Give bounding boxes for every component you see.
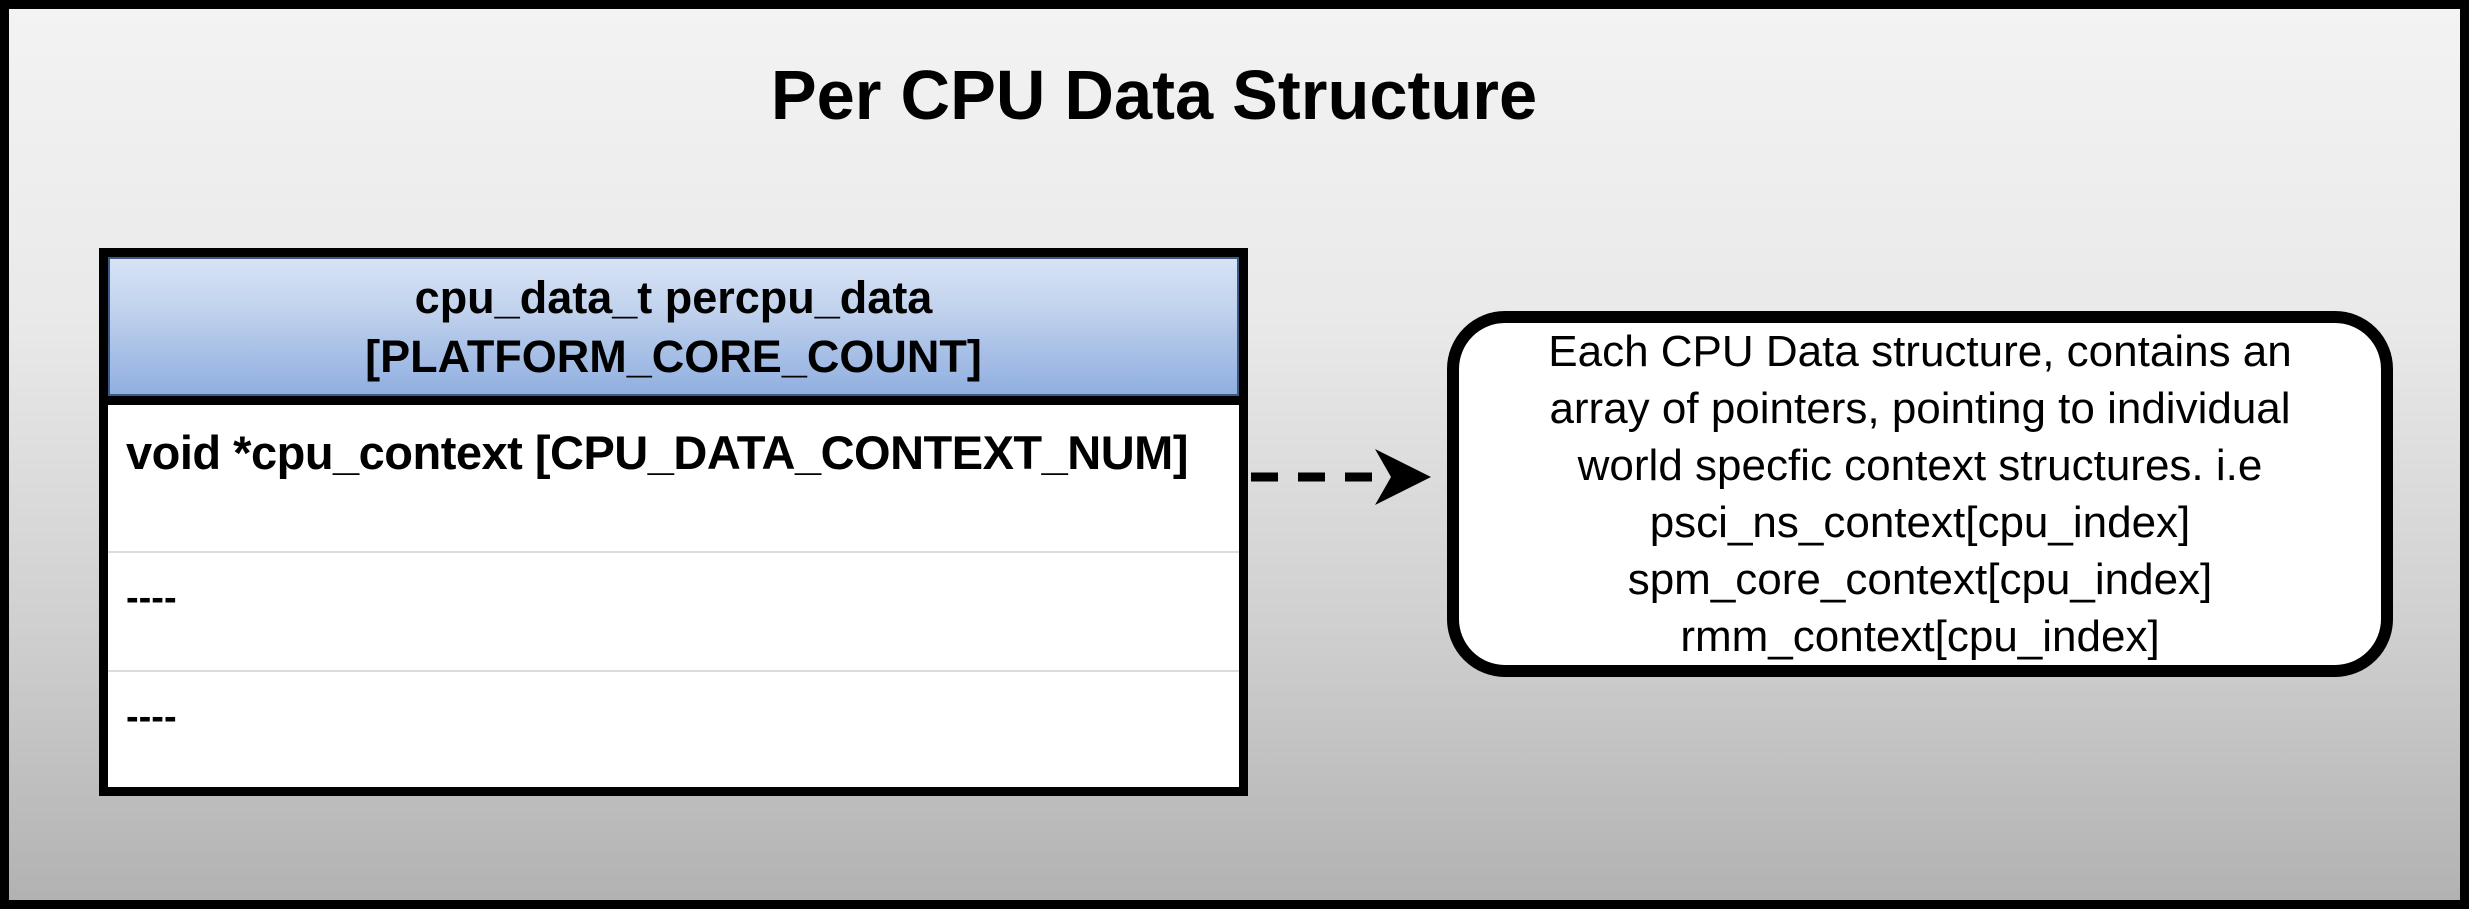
struct-header-line-1: cpu_data_t percpu_data bbox=[414, 271, 933, 323]
callout-line-5: spm_core_context[cpu_index] bbox=[1627, 555, 2213, 604]
callout-line-6: rmm_context[cpu_index] bbox=[1680, 612, 2160, 661]
callout-line-4: psci_ns_context[cpu_index] bbox=[1649, 498, 2191, 547]
dashed-arrow-icon bbox=[1251, 449, 1431, 505]
struct-row-ellipsis-2: ---- bbox=[108, 672, 1239, 787]
callout-line-3: world specfic context structures. i.e bbox=[1577, 441, 2263, 490]
struct-header-line-2: [PLATFORM_CORE_COUNT] bbox=[365, 330, 982, 382]
cpu-data-annotation-callout: Each CPU Data structure, contains an arr… bbox=[1447, 311, 2393, 677]
struct-table-header: cpu_data_t percpu_data [PLATFORM_CORE_CO… bbox=[108, 257, 1239, 405]
cpu-data-struct-table: cpu_data_t percpu_data [PLATFORM_CORE_CO… bbox=[99, 248, 1248, 796]
struct-row-cpu-context: void *cpu_context [CPU_DATA_CONTEXT_NUM] bbox=[108, 405, 1239, 553]
page-title: Per CPU Data Structure bbox=[770, 56, 1538, 134]
struct-row-ellipsis-1: ---- bbox=[108, 553, 1239, 672]
callout-line-2: array of pointers, pointing to individua… bbox=[1549, 384, 2291, 433]
callout-line-1: Each CPU Data structure, contains an bbox=[1548, 327, 2292, 376]
